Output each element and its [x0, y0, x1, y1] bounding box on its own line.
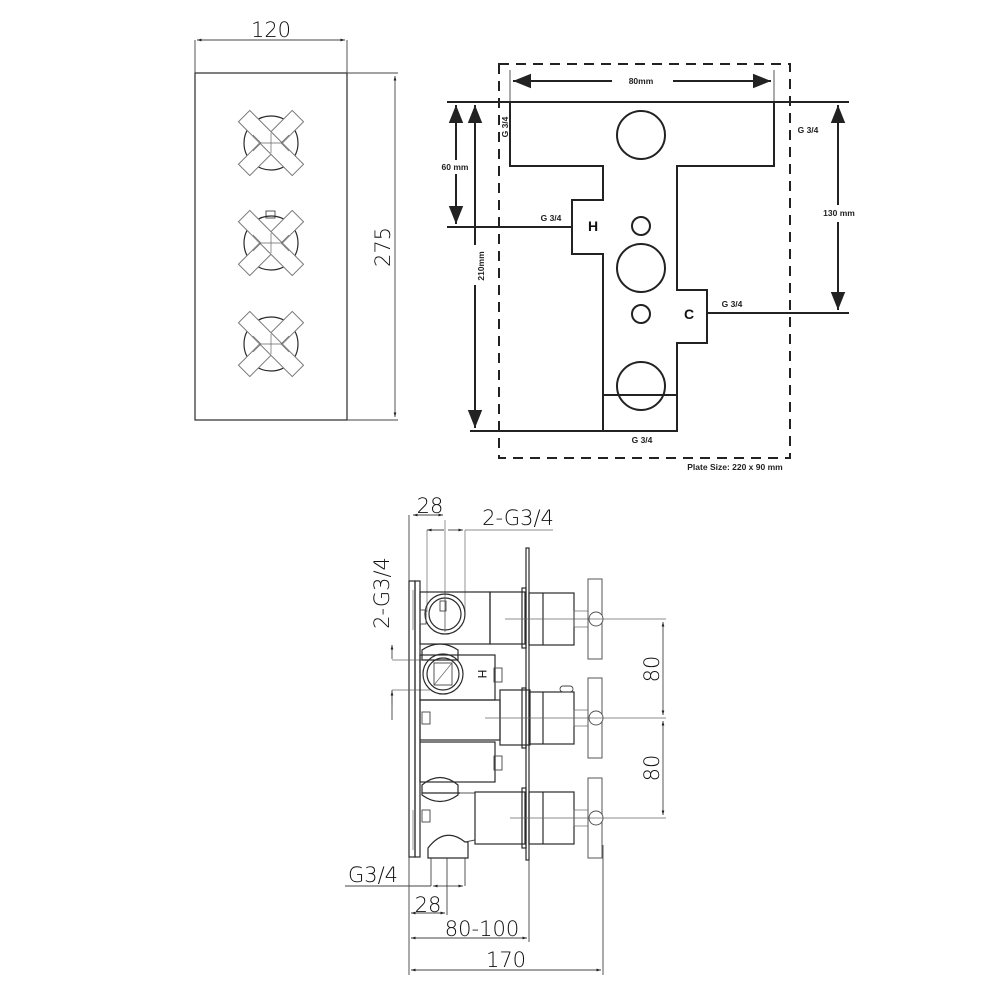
cold-port-label: G 3/4: [722, 299, 743, 309]
plate-outline: [498, 63, 791, 459]
bottom-port-label: G 3/4: [632, 435, 653, 445]
top-inlet-fitting: [424, 593, 466, 635]
side-hot-marker: H: [475, 670, 489, 679]
svg-text:H: H: [475, 670, 489, 679]
front-plate-outline: [194, 72, 348, 421]
outlet-port-bottom: [616, 361, 666, 411]
side-view: 28 2-G3/4 2-G3/4 H: [345, 494, 666, 975]
plate-left-dim-label: 60 mm: [442, 162, 469, 172]
side-spacing-1-label: 80: [640, 656, 664, 683]
cross-handle-middle-icon: [237, 209, 305, 277]
small-port-1: [631, 216, 651, 236]
side-bottom-port-label: G3/4: [348, 863, 398, 887]
side-wall-depth-label: 80-100: [445, 917, 519, 941]
plate-top-width-label: 80mm: [629, 76, 654, 86]
plate-view: 80mm H C G 3/4 G 3/4 G 3/4 G 3/4 G 3/4 6…: [442, 63, 855, 472]
front-width-label: 120: [251, 18, 291, 42]
top-left-port-label: G 3/4: [500, 116, 510, 137]
small-port-2: [631, 304, 651, 324]
valve-body-outline: [509, 102, 775, 432]
side-top-outlet-label: 2-G3/4: [482, 506, 554, 530]
top-right-port-label: G 3/4: [798, 125, 819, 135]
side-bottom-offset-label: 28: [415, 893, 442, 917]
outlet-port-top: [616, 110, 666, 160]
front-view: 120 275: [194, 18, 398, 421]
side-top-offset-label: 28: [417, 494, 444, 518]
hot-inlet-fitting: [422, 653, 464, 695]
hot-port-label: G 3/4: [541, 213, 562, 223]
side-total-depth-label: 170: [486, 948, 526, 972]
side-left-inlet-label: 2-G3/4: [370, 557, 394, 629]
cross-handle-bottom-icon: [237, 310, 305, 378]
plate-right-dim-label: 130 mm: [823, 208, 855, 218]
front-height-label: 275: [371, 227, 395, 267]
side-spacing-2-label: 80: [640, 755, 664, 782]
cold-marker: C: [684, 306, 694, 322]
plate-size-label: Plate Size: 220 x 90 mm: [687, 462, 783, 472]
hot-marker: H: [588, 218, 598, 234]
plate-long-dim-label: 210mm: [476, 251, 486, 281]
backplate-left: [408, 580, 416, 858]
cross-handle-top-icon: [237, 109, 305, 177]
outlet-port-middle: [616, 243, 666, 293]
